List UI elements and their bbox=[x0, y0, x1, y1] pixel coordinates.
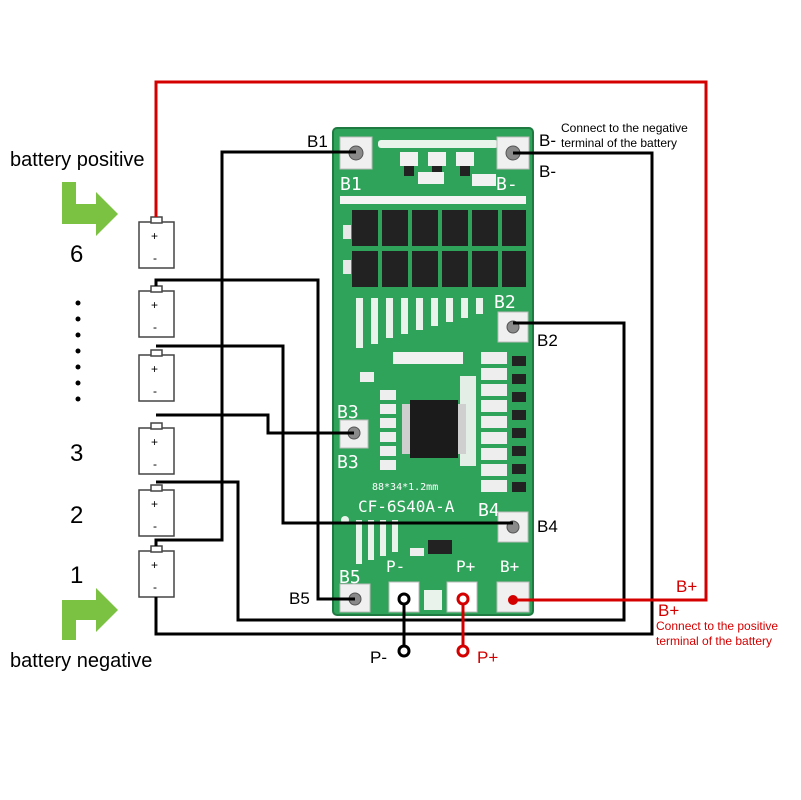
svg-text:+: + bbox=[151, 229, 158, 243]
svg-text:-: - bbox=[153, 384, 157, 398]
wire-b-plus bbox=[154, 80, 708, 602]
wire-b4 bbox=[156, 344, 513, 525]
resistor-row bbox=[393, 352, 463, 364]
cell-6: + - bbox=[138, 216, 175, 269]
top-silk-bar bbox=[378, 140, 498, 148]
label-b-plus-top: B+ bbox=[676, 577, 697, 596]
arrow-negative-icon bbox=[62, 588, 118, 640]
pad-b4: B4 bbox=[478, 500, 529, 543]
note-positive-line2: terminal of the battery bbox=[656, 634, 772, 648]
silk-b-minus: B- bbox=[496, 174, 518, 195]
label-p-plus: P+ bbox=[477, 648, 498, 667]
note-positive-line1: Connect to the positive bbox=[656, 619, 778, 633]
note-negative-line2: terminal of the battery bbox=[561, 136, 677, 150]
label-p-minus: P- bbox=[370, 648, 387, 667]
trace-fingers bbox=[356, 298, 483, 348]
cell-3: + - bbox=[138, 422, 175, 475]
wire-b-minus bbox=[154, 151, 654, 636]
svg-text:+: + bbox=[151, 497, 158, 511]
terminal-p-minus-board bbox=[397, 592, 411, 606]
label-cell-6: 6 bbox=[70, 241, 83, 268]
label-b-minus-side: B- bbox=[539, 162, 556, 181]
terminal-p-plus-out bbox=[456, 644, 470, 658]
label-b4: B4 bbox=[537, 517, 558, 536]
svg-text:-: - bbox=[153, 519, 157, 533]
silk-b4: B4 bbox=[478, 500, 500, 521]
pcb-body bbox=[332, 127, 534, 616]
label-battery-negative: battery negative bbox=[10, 650, 152, 672]
label-b-minus-top: B- bbox=[539, 131, 556, 150]
label-b1: B1 bbox=[307, 132, 328, 151]
cell-5: + - bbox=[138, 285, 175, 338]
red-wires bbox=[154, 80, 708, 648]
battery-cells: + - + - + - + - + - bbox=[138, 216, 175, 598]
label-cell-3: 3 bbox=[70, 440, 83, 467]
svg-text:-: - bbox=[153, 251, 157, 265]
wire-b5 bbox=[154, 278, 355, 601]
pad-spacer bbox=[424, 590, 442, 610]
svg-text:-: - bbox=[153, 580, 157, 594]
ellipsis-dots bbox=[75, 300, 81, 402]
cell-4: + - bbox=[138, 349, 175, 402]
svg-text:-: - bbox=[153, 320, 157, 334]
svg-text:+: + bbox=[151, 362, 158, 376]
label-cell-1: 1 bbox=[70, 562, 83, 589]
silk-dims: 88*34*1.2mm bbox=[372, 482, 438, 493]
label-cell-2: 2 bbox=[70, 502, 83, 529]
silk-model: CF-6S40A-A bbox=[358, 497, 455, 516]
svg-text:+: + bbox=[151, 298, 158, 312]
silk-b2: B2 bbox=[494, 292, 516, 313]
terminal-b-plus-board bbox=[508, 595, 518, 605]
silk-b-plus: B+ bbox=[500, 557, 519, 576]
top-components bbox=[400, 152, 496, 186]
mosfet-array bbox=[343, 210, 526, 287]
silk-b1: B1 bbox=[340, 174, 362, 195]
silk-b3-b: B3 bbox=[337, 452, 359, 473]
svg-text:+: + bbox=[151, 435, 158, 449]
terminal-p-minus-out bbox=[397, 644, 411, 658]
wire-b1 bbox=[154, 150, 356, 546]
svg-text:-: - bbox=[153, 457, 157, 471]
wire-b2 bbox=[156, 321, 626, 622]
silk-b3-a: B3 bbox=[337, 402, 359, 423]
silk-p-plus: P+ bbox=[456, 557, 475, 576]
label-b5: B5 bbox=[289, 589, 310, 608]
svg-text:+: + bbox=[151, 558, 158, 572]
power-strip bbox=[340, 196, 526, 204]
terminal-p-plus-board bbox=[456, 592, 470, 606]
cell-2: + - bbox=[138, 484, 175, 537]
smd-left bbox=[360, 372, 396, 470]
cell-1: + - bbox=[138, 545, 175, 598]
note-negative-line1: Connect to the negative bbox=[561, 121, 688, 135]
controller-ic bbox=[402, 400, 466, 458]
silk-p-minus: P- bbox=[386, 557, 405, 576]
label-b-plus-bottom: B+ bbox=[658, 601, 679, 620]
silk-b5: B5 bbox=[339, 567, 361, 588]
arrow-positive-icon bbox=[62, 182, 118, 236]
label-battery-positive: battery positive bbox=[10, 149, 145, 171]
black-wires bbox=[154, 150, 654, 648]
label-b2: B2 bbox=[537, 331, 558, 350]
wire-b3 bbox=[156, 413, 354, 435]
bms-board: B1 B- bbox=[332, 127, 534, 616]
